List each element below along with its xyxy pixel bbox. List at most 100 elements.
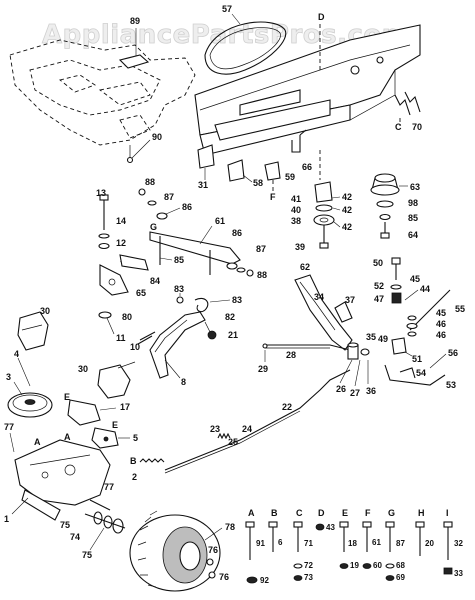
- letter-A2: A: [34, 437, 41, 447]
- part-88-nut-right: [246, 269, 254, 277]
- legend-I: I 32 33: [443, 508, 463, 578]
- callout-70: 70: [412, 122, 422, 132]
- callout-3: 3: [6, 372, 11, 382]
- callout-11: 11: [116, 333, 126, 343]
- part-38-pulley: [313, 214, 335, 226]
- part-66-bracket: [291, 129, 307, 153]
- hardware-legend: A 91 92 B 6 C 71 72 73 D: [245, 508, 463, 585]
- callout-82: 82: [225, 312, 235, 322]
- part-34-lift-lever: [294, 274, 353, 351]
- callout-59: 59: [285, 172, 295, 182]
- svg-text:69: 69: [396, 573, 405, 582]
- callout-53: 53: [446, 380, 456, 390]
- callout-57: 57: [222, 4, 232, 14]
- callout-83b: 83: [232, 295, 242, 305]
- part-76-cap: [206, 558, 214, 566]
- part-53-link: [384, 364, 446, 386]
- part-30-bracket-upper: [17, 311, 49, 351]
- callout-42b: 42: [342, 205, 352, 215]
- svg-text:A: A: [248, 508, 255, 518]
- callout-49: 49: [378, 334, 388, 344]
- svg-text:91: 91: [256, 539, 265, 548]
- part-83-spacer: [176, 296, 184, 304]
- legend-G: G 87 68 69: [385, 508, 405, 582]
- callout-63: 63: [410, 182, 420, 192]
- callout-38: 38: [291, 216, 301, 226]
- legend-E: E 18 19: [339, 508, 359, 570]
- callout-5: 5: [133, 433, 138, 443]
- callout-4: 4: [14, 349, 19, 359]
- callout-86b: 86: [232, 228, 242, 238]
- callout-29: 29: [258, 364, 268, 374]
- part-5-bracket: [91, 427, 119, 449]
- callout-65: 65: [136, 288, 146, 298]
- part-90-fastener: [126, 156, 134, 164]
- part-31-clip: [197, 144, 215, 169]
- part-70-bracket: [394, 91, 421, 116]
- callout-89: 89: [130, 16, 140, 26]
- callout-98: 98: [408, 198, 418, 208]
- callout-41: 41: [291, 194, 301, 204]
- callout-74: 74: [70, 532, 80, 542]
- svg-text:87: 87: [396, 539, 405, 548]
- part-50-bolt: [391, 257, 401, 280]
- watermark-text: AppliancePartsPros.com: [42, 20, 409, 50]
- legend-C: C 71 72 73: [293, 508, 313, 582]
- svg-text:68: 68: [396, 561, 405, 570]
- dashed-body-panel: [9, 39, 196, 146]
- callout-22: 22: [282, 402, 292, 412]
- callout-51: 51: [412, 354, 422, 364]
- part-88-nut: [138, 188, 146, 196]
- part-14-washer: [98, 233, 110, 239]
- part-24-spring: [217, 432, 231, 440]
- callout-75a: 75: [60, 520, 70, 530]
- part-80-bushing: [98, 311, 112, 319]
- callout-39: 39: [295, 242, 305, 252]
- part-41-bracket: [314, 181, 333, 203]
- callout-21: 21: [228, 330, 238, 340]
- part-22-control-rod: [164, 369, 351, 474]
- callout-28: 28: [286, 350, 296, 360]
- callout-27: 27: [350, 388, 360, 398]
- callout-31: 31: [198, 180, 208, 190]
- callout-42a: 42: [342, 192, 352, 202]
- letter-E1: E: [64, 392, 70, 402]
- part-82-clip: [194, 297, 209, 313]
- part-57-drive-belt: [204, 21, 287, 75]
- part-30-bracket-lower: [97, 361, 136, 399]
- callout-62: 62: [300, 262, 310, 272]
- legend-F: F 61 60: [362, 508, 382, 570]
- part-21-knob: [207, 330, 217, 340]
- svg-text:43: 43: [326, 523, 335, 532]
- callout-45b: 45: [436, 308, 446, 318]
- callout-42c: 42: [342, 222, 352, 232]
- legend-D: D 43: [315, 508, 335, 532]
- part-98-washer: [376, 200, 394, 208]
- callout-76a: 76: [208, 545, 218, 555]
- callout-52: 52: [374, 281, 384, 291]
- svg-text:19: 19: [350, 561, 359, 570]
- callout-30a: 30: [40, 306, 50, 316]
- part-37-plate: [334, 301, 353, 323]
- callout-26: 26: [336, 384, 346, 394]
- callout-77a: 77: [4, 422, 14, 432]
- part-10-pin: [137, 331, 156, 345]
- callout-55: 55: [455, 304, 465, 314]
- callout-1: 1: [4, 514, 9, 524]
- letter-C: C: [395, 122, 402, 132]
- part-87-washer-right: [236, 267, 246, 273]
- callout-2: 2: [132, 472, 137, 482]
- part-87-washer: [147, 200, 157, 206]
- part-3-transaxle-pulley: [7, 392, 53, 418]
- callout-36: 36: [366, 386, 376, 396]
- part-35-washer: [360, 348, 370, 356]
- callout-90: 90: [152, 132, 162, 142]
- part-2-spring: [139, 458, 165, 463]
- svg-text:C: C: [296, 508, 303, 518]
- svg-text:D: D: [318, 508, 325, 518]
- part-64-bolt: [380, 222, 390, 239]
- callout-46a: 46: [436, 319, 446, 329]
- part-40-washer: [315, 204, 333, 212]
- part-49-bracket: [391, 337, 407, 355]
- callout-88a: 88: [145, 177, 155, 187]
